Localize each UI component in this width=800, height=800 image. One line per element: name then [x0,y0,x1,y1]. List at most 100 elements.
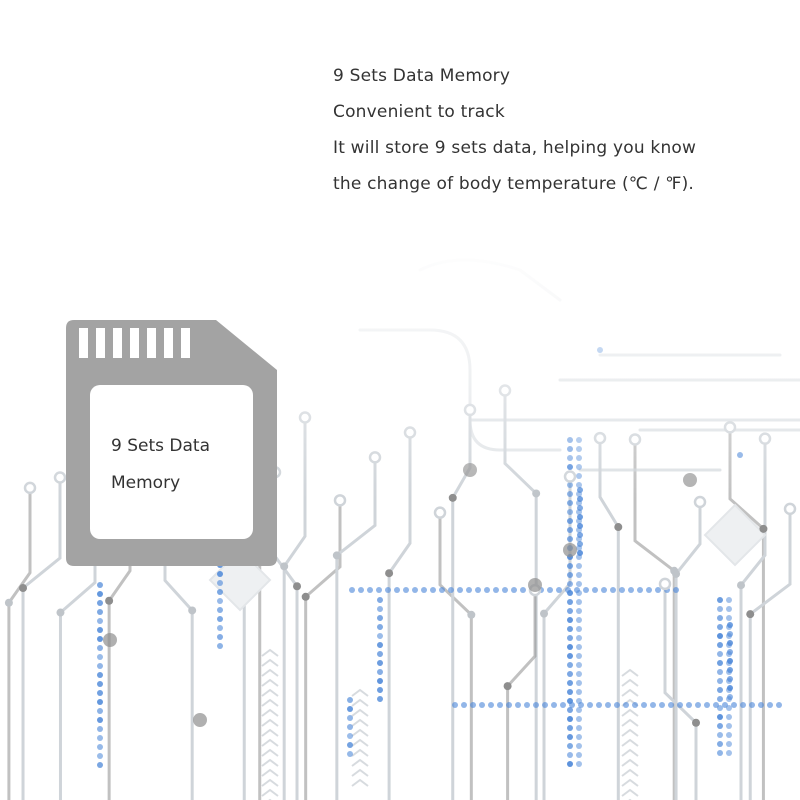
circuit-dot [97,735,103,741]
circuit-dot [727,667,733,673]
circuit-dot [484,587,490,593]
description-block: 9 Sets Data Memory Convenient to track I… [333,58,696,202]
circuit-dot [567,563,573,569]
circuit-node [563,543,577,557]
circuit-dot [717,687,723,693]
circuit-dot [637,587,643,593]
circuit-dot [583,587,589,593]
circuit-hatch [621,708,639,717]
circuit-dot [567,734,573,740]
circuit-dot [717,606,723,612]
circuit-dot [567,752,573,758]
circuit-hatch [351,708,369,717]
circuit-dot [377,687,383,693]
circuit-hatch [261,768,279,777]
circuit-hatch [261,688,279,697]
circuit-dot [567,743,573,749]
circuit-node [19,584,28,593]
circuit-dot [717,741,723,747]
circuit-hatch [621,788,639,797]
circuit-dot [567,518,573,524]
circuit-hatch [621,768,639,777]
circuit-dot [650,702,656,708]
circuit-dot [567,500,573,506]
circuit-hatch [351,758,369,767]
circuit-hatch [621,778,639,787]
circuit-trace [304,498,342,800]
circuit-hatch [261,738,279,747]
circuit-dot [576,635,582,641]
circuit-dot [726,750,732,756]
circuit-dot [347,733,353,739]
circuit-dot [97,591,103,597]
circuit-dot [97,708,103,714]
circuit-dot [726,723,732,729]
circuit-dot [97,690,103,696]
circuit-dot [430,587,436,593]
circuit-dot [217,616,223,622]
circuit-dot [567,509,573,515]
circuit-diamond [703,503,767,567]
circuit-dot [717,642,723,648]
circuit-trace [163,526,194,800]
circuit-dot [722,702,728,708]
circuit-dot [655,587,661,593]
circuit-dot [727,658,733,664]
circuit-dot [567,617,573,623]
circuit-dot [726,741,732,747]
circuit-dot [576,599,582,605]
circuit-hatch [261,678,279,687]
circuit-hatch [351,748,369,757]
circuit-dot [740,702,746,708]
circuit-trace [7,486,32,800]
description-line-4: the change of body temperature (℃ / ℉). [333,174,695,194]
memory-card-label-line-1: 9 Sets Data [111,436,210,456]
circuit-dot [726,606,732,612]
circuit-node [293,582,302,591]
circuit-dot [727,649,733,655]
circuit-dot [97,681,103,687]
circuit-hatch [351,698,369,707]
circuit-dot [717,615,723,621]
circuit-dot [677,702,683,708]
circuit-hatch [261,708,279,717]
circuit-dot [217,625,223,631]
circuit-dot [377,660,383,666]
circuit-dot [577,505,583,511]
circuit-dot [567,608,573,614]
circuit-dot [347,742,353,748]
circuit-dot [717,678,723,684]
circuit-dot [567,725,573,731]
circuit-dot [726,615,732,621]
circuit-dot [717,696,723,702]
circuit-dot [587,702,593,708]
circuit-dot [567,626,573,632]
circuit-dot [217,607,223,613]
circuit-dot [377,606,383,612]
circuit-dot [717,714,723,720]
circuit-hatch [261,718,279,727]
circuit-hatch [261,748,279,757]
circuit-trace [748,507,792,800]
circuit-dot [488,702,494,708]
circuit-hatch [621,688,639,697]
circuit-dot [217,571,223,577]
circuit-dot [727,622,733,628]
circuit-dot [717,732,723,738]
circuit-dot [726,714,732,720]
circuit-node [433,506,447,519]
circuit-hatch [261,658,279,667]
circuit-dot [576,761,582,767]
circuit-dot [97,663,103,669]
circuit-hatch [621,758,639,767]
circuit-dot [347,706,353,712]
circuit-dot [470,702,476,708]
circuit-dot [717,624,723,630]
circuit-dot [97,645,103,651]
circuit-node [467,610,476,619]
circuit-dot [717,660,723,666]
circuit-hatch [621,748,639,757]
circuit-dot [377,615,383,621]
circuit-dot [533,702,539,708]
